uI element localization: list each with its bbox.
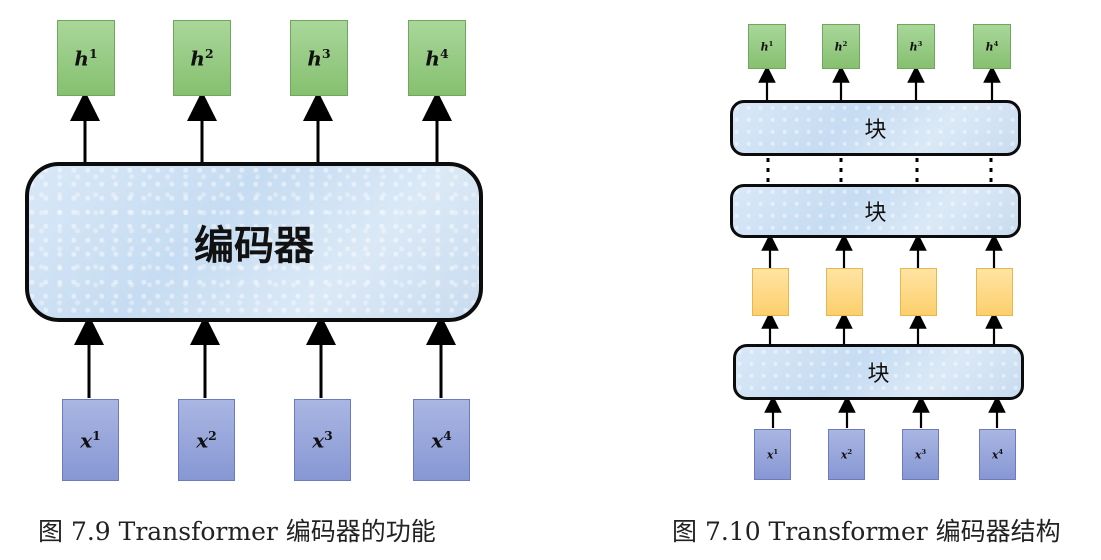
right-ellipsis-dots bbox=[766, 158, 993, 184]
input-x2-label: x2 bbox=[840, 447, 853, 462]
output-h2-box: h2 bbox=[822, 24, 860, 69]
block-top-label: 块 bbox=[864, 118, 887, 143]
left-input-arrows bbox=[74, 315, 456, 398]
encoder-block: 编码器 bbox=[25, 162, 483, 322]
input-x3-box: x3 bbox=[294, 399, 351, 481]
encoder-label: 编码器 bbox=[194, 223, 314, 269]
block-bottom: 块 bbox=[733, 344, 1024, 400]
input-x4-box: x4 bbox=[979, 429, 1016, 480]
intermediate-box-3 bbox=[900, 268, 937, 316]
output-h2-box: h2 bbox=[173, 20, 231, 96]
output-h1-label: h1 bbox=[760, 39, 774, 54]
output-h3-label: h3 bbox=[909, 39, 923, 54]
input-x1-box: x1 bbox=[754, 429, 791, 480]
block-top: 块 bbox=[730, 100, 1021, 156]
input-x1-label: x1 bbox=[766, 447, 779, 462]
input-x3-box: x3 bbox=[902, 429, 939, 480]
output-h1-label: h1 bbox=[74, 45, 98, 71]
output-h1-box: h1 bbox=[57, 20, 115, 96]
output-h3-box: h3 bbox=[290, 20, 348, 96]
block-middle-label: 块 bbox=[864, 201, 887, 226]
input-x1-label: x1 bbox=[80, 427, 101, 453]
intermediate-box-2 bbox=[826, 268, 863, 316]
input-x2-box: x2 bbox=[178, 399, 235, 481]
intermediate-box-4 bbox=[976, 268, 1013, 316]
output-h3-box: h3 bbox=[897, 24, 935, 69]
output-h2-label: h2 bbox=[834, 39, 848, 54]
input-x4-box: x4 bbox=[413, 399, 470, 481]
block-bottom-label: 块 bbox=[867, 362, 890, 387]
input-x2-box: x2 bbox=[828, 429, 865, 480]
input-x3-label: x3 bbox=[914, 447, 927, 462]
output-h4-box: h4 bbox=[973, 24, 1011, 69]
right-output-arrows bbox=[758, 65, 1001, 100]
output-h4-box: h4 bbox=[408, 20, 466, 96]
right-input-arrows bbox=[764, 395, 1006, 428]
input-x4-label: x4 bbox=[991, 447, 1004, 462]
right-middle-arrows bbox=[761, 233, 1003, 268]
input-x2-label: x2 bbox=[196, 427, 217, 453]
input-x1-box: x1 bbox=[62, 399, 119, 481]
left-output-arrows bbox=[70, 91, 452, 164]
right-lower-arrows bbox=[761, 311, 1003, 344]
left-caption: 图 7.9 Transformer 编码器的功能 bbox=[38, 517, 436, 546]
output-h4-label: h4 bbox=[985, 39, 999, 54]
output-h4-label: h4 bbox=[425, 45, 449, 71]
input-x4-label: x4 bbox=[431, 427, 452, 453]
output-h2-label: h2 bbox=[190, 45, 214, 71]
block-middle: 块 bbox=[730, 184, 1021, 238]
right-caption: 图 7.10 Transformer 编码器结构 bbox=[672, 517, 1061, 546]
input-x3-label: x3 bbox=[312, 427, 333, 453]
output-h3-label: h3 bbox=[307, 45, 331, 71]
output-h1-box: h1 bbox=[748, 24, 786, 69]
intermediate-box-1 bbox=[752, 268, 789, 316]
